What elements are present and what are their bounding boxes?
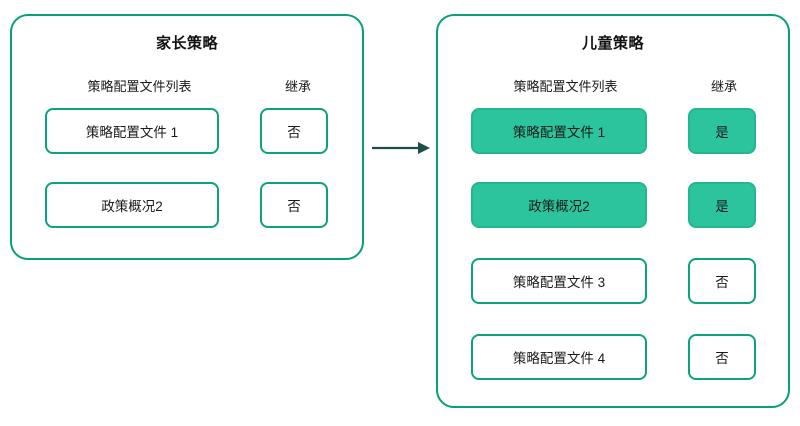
profile-chip[interactable]: 策略配置文件 3 [471, 258, 647, 304]
profile-chip[interactable]: 策略配置文件 1 [45, 108, 219, 154]
table-row: 策略配置文件 3 否 [438, 258, 788, 304]
inherit-chip[interactable]: 否 [688, 258, 756, 304]
profile-chip-inherited[interactable]: 策略配置文件 1 [471, 108, 647, 154]
panel-child-title: 儿童策略 [581, 35, 644, 52]
table-row: 策略配置文件 1 是 [438, 108, 788, 154]
profile-chip-inherited[interactable]: 政策概况2 [471, 182, 647, 228]
inherit-chip[interactable]: 否 [260, 182, 328, 228]
column-header-profiles-child: 策略配置文件列表 [513, 79, 618, 94]
inherit-chip[interactable]: 否 [260, 108, 328, 154]
column-header-inherit-child: 继承 [710, 79, 737, 94]
table-row: 策略配置文件 1 否 [12, 108, 362, 154]
table-row: 政策概况2 否 [12, 182, 362, 228]
column-header-profiles-parent: 策略配置文件列表 [87, 79, 192, 94]
panel-parent-policy: 家长策略 策略配置文件列表 继承 策略配置文件 1 否 政策概况2 否 [10, 14, 364, 260]
inherit-chip[interactable]: 否 [688, 334, 756, 380]
panel-parent-title: 家长策略 [155, 35, 218, 52]
column-header-inherit-parent: 继承 [284, 79, 311, 94]
inherit-chip-yes[interactable]: 是 [688, 108, 756, 154]
table-row: 策略配置文件 4 否 [438, 334, 788, 380]
inheritance-arrow-icon [372, 142, 430, 154]
table-row: 政策概况2 是 [438, 182, 788, 228]
profile-chip[interactable]: 策略配置文件 4 [471, 334, 647, 380]
profile-chip[interactable]: 政策概况2 [45, 182, 219, 228]
panel-child-policy: 儿童策略 策略配置文件列表 继承 策略配置文件 1 是 政策概况2 是 策略配置… [436, 14, 790, 408]
inherit-chip-yes[interactable]: 是 [688, 182, 756, 228]
